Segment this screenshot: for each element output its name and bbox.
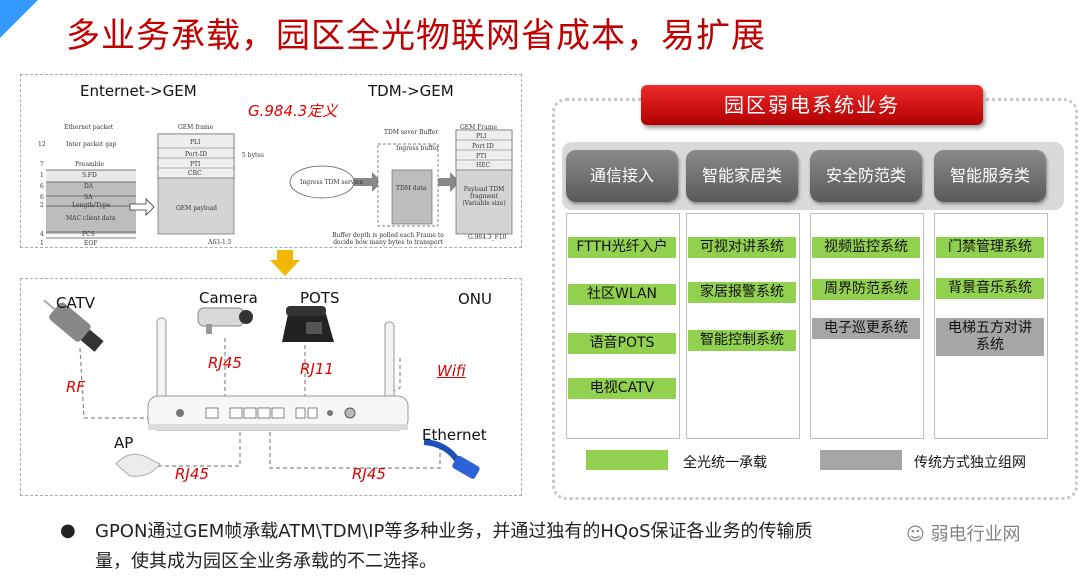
- rj11-label: RJ11: [300, 360, 334, 378]
- summary-text: GPON通过GEM帧承载ATM\TDM\IP等多种业务，并通过独有的HQoS保证…: [95, 517, 1075, 577]
- service-item: 背景音乐系统: [936, 278, 1044, 299]
- rf-label: RF: [66, 378, 86, 396]
- legend-green-label: 全光统一承载: [683, 455, 767, 471]
- tdm-gem-3: PTI: [476, 153, 487, 160]
- gem-bytes: 5 bytes: [242, 152, 264, 159]
- standard-label: G.984.3定义: [248, 102, 338, 120]
- rj45-ap-label: RJ45: [175, 465, 209, 483]
- encapsulation-figure: [46, 129, 513, 239]
- down-arrow-icon: [270, 250, 300, 276]
- fig-right-id: G.984.3_F10: [468, 234, 507, 241]
- service-item: 家居报警系统: [688, 282, 796, 303]
- tdm-service: Ingress TDM service: [300, 179, 364, 186]
- watermark: ☺ 弱电行业网: [906, 520, 1021, 546]
- service-item: 电梯五方对讲系统: [936, 318, 1044, 356]
- fig-left-id: A63-1.5: [208, 239, 232, 246]
- slide-title: 多业务承载，园区全光物联网省成本，易扩展: [66, 16, 766, 56]
- eth-num-4: 6: [40, 194, 44, 201]
- eth-field-4: DA: [84, 183, 94, 190]
- pots-label: POTS: [300, 289, 340, 307]
- onu-diagram: [20, 278, 522, 496]
- eth-field-8: FCS: [82, 231, 95, 238]
- eth-field-9: EOF: [84, 240, 98, 247]
- tdm-gem-0: GEM Frame: [460, 124, 498, 131]
- service-item: 语音POTS: [568, 333, 676, 354]
- watermark-text: 弱电行业网: [930, 524, 1021, 545]
- eth-field-6: Length/Type: [72, 202, 111, 209]
- onu-label: ONU: [458, 290, 493, 308]
- legend-gray-label: 传统方式独立组网: [914, 455, 1026, 471]
- encapsulation-diagram: [20, 74, 522, 248]
- tdm-data: TDM data: [396, 185, 427, 192]
- tdm-gem-1: PLI: [476, 133, 487, 140]
- service-item: FTTH光纤入户: [568, 237, 676, 258]
- panel-banner: 园区弱电系统业务: [641, 85, 983, 125]
- rj45-ethernet-label: RJ45: [352, 465, 386, 483]
- eth-field-7: MAC client data: [66, 215, 116, 222]
- service-item: 视频监控系统: [812, 237, 920, 258]
- wechat-icon: ☺: [906, 524, 931, 545]
- eth-num-0: 12: [38, 141, 46, 148]
- eth-num-6: 4: [40, 231, 44, 238]
- eth-num-1: 7: [40, 161, 44, 168]
- category-security: 安全防范类: [810, 150, 922, 202]
- category-smart-service: 智能服务类: [934, 150, 1046, 202]
- service-item: 社区WLAN: [568, 284, 676, 305]
- service-item: 电视CATV: [568, 378, 676, 399]
- service-item: 智能控制系统: [688, 330, 796, 351]
- wifi-label: Wifi: [437, 362, 466, 380]
- summary-line-1: GPON通过GEM帧承载ATM\TDM\IP等多种业务，并通过独有的HQoS保证…: [95, 521, 813, 542]
- tdm-gem-5: Payload TDM fragment (Variable size): [462, 186, 506, 207]
- gem-field-1: PLI: [190, 139, 201, 146]
- eth-num-5: 2: [40, 202, 44, 209]
- tdm-gem-header: TDM->GEM: [368, 82, 454, 100]
- gem-field-3: PTI: [190, 161, 201, 168]
- service-item: 可视对讲系统: [688, 237, 796, 258]
- legend-green-swatch: [586, 450, 668, 470]
- eth-num-2: 1: [40, 172, 44, 179]
- eth-field-1: Inter packet gap: [66, 141, 117, 148]
- tdm-buffer-title: TDM sever Buffer: [384, 129, 439, 136]
- gem-field-4: CRC: [188, 170, 202, 177]
- gem-field-5: GEM payload: [176, 205, 217, 212]
- eth-field-0: Ethernet packet: [64, 124, 114, 131]
- ethernet-label: Ethernet: [422, 426, 487, 444]
- tdm-gem-4: HEC: [476, 162, 491, 169]
- tdm-gem-2: Port ID: [472, 143, 494, 150]
- category-communication: 通信接入: [566, 150, 678, 202]
- gem-field-0: GEM frame: [178, 124, 214, 131]
- service-item: 电子巡更系统: [812, 318, 920, 339]
- bullet-icon: ●: [60, 520, 76, 541]
- tdm-ingress: Ingress buffer: [396, 145, 439, 152]
- ap-label: AP: [114, 434, 134, 452]
- gem-field-2: Port-ID: [185, 151, 207, 158]
- eth-field-3: S.FD: [82, 172, 97, 179]
- camera-label: Camera: [199, 289, 258, 307]
- eth-num-7: 1: [40, 240, 44, 247]
- tdm-note: Buffer depth is polled each Frame to dec…: [332, 232, 444, 246]
- service-item: 周界防范系统: [812, 279, 920, 300]
- ethernet-gem-header: Enternet->GEM: [80, 82, 197, 100]
- corner-decoration: [0, 0, 38, 38]
- service-item: 门禁管理系统: [936, 237, 1044, 258]
- eth-num-3: 6: [40, 183, 44, 190]
- summary-line-2: 量，使其成为园区全业务承载的不二选择。: [95, 551, 437, 572]
- catv-label: CATV: [56, 294, 95, 312]
- eth-field-5: SA: [84, 194, 93, 201]
- legend-gray-swatch: [820, 450, 902, 470]
- category-smart-home: 智能家居类: [686, 150, 798, 202]
- rj45-camera-label: RJ45: [208, 354, 242, 372]
- eth-field-2: Preamble: [75, 161, 105, 168]
- onu-figure: [43, 299, 480, 479]
